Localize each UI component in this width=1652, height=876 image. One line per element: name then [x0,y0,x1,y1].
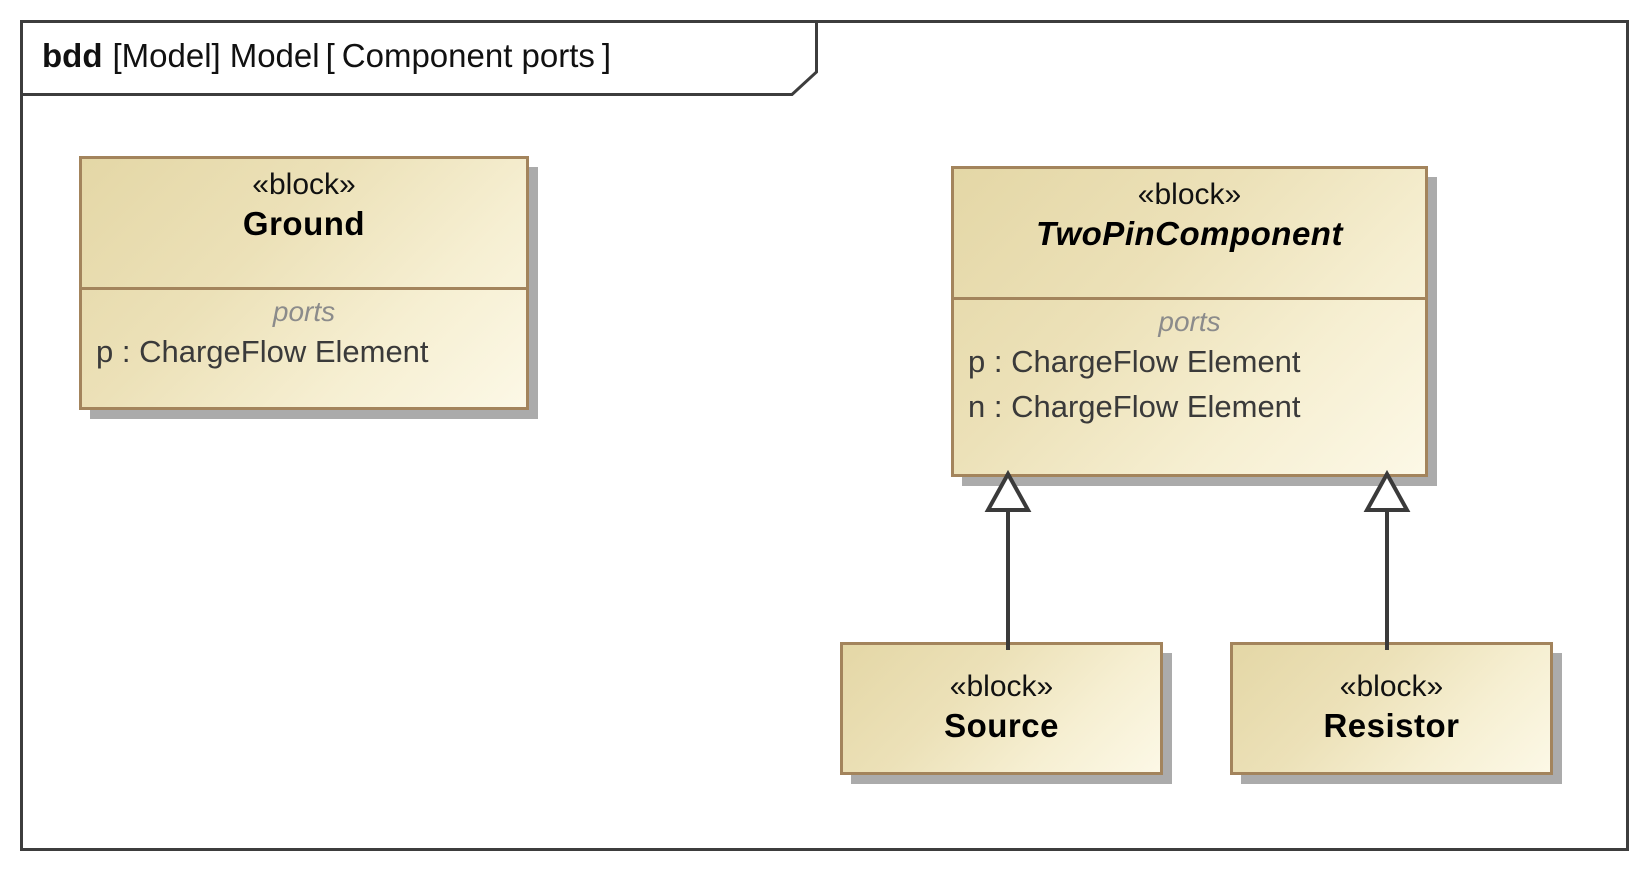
block-resistor-name-compartment: «block» Resistor [1233,645,1550,772]
diagram-bracket-close: ] [601,37,612,74]
block-twopincomponent-port-item-n: n : ChargeFlow Element [968,389,1301,425]
block-resistor-stereotype: «block» [1339,670,1444,704]
block-source-name-compartment: «block» Source [843,645,1160,772]
block-twopincomponent-stereotype: «block» [1137,178,1242,211]
block-twopincomponent-ports-compartment: ports p : ChargeFlow Element n : ChargeF… [954,297,1425,438]
diagram-model-name-label: Model [229,37,320,74]
block-resistor-name: Resistor [1323,706,1460,744]
block-ground-ports-title: ports [272,296,336,327]
block-twopincomponent-ports-title: ports [1158,306,1221,337]
diagram-bracket-open: [ [325,37,335,74]
block-ground-stereotype: «block» [252,168,356,201]
block-ground[interactable]: «block» Ground ports p : ChargeFlow Elem… [79,156,529,410]
block-source-name: Source [944,706,1059,744]
block-twopincomponent[interactable]: «block» TwoPinComponent ports p : Charge… [951,166,1428,477]
diagram-frame [20,20,1629,851]
block-ground-name-compartment: «block» Ground [82,159,526,287]
block-twopincomponent-name-compartment: «block» TwoPinComponent [954,169,1425,297]
diagram-namespace-label: [Model] [112,37,221,74]
block-ground-port-item: p : ChargeFlow Element [96,334,429,370]
block-twopincomponent-port-item-p: p : ChargeFlow Element [968,344,1301,380]
block-source-stereotype: «block» [949,670,1054,704]
diagram-frame-header-label: bdd [Model] Model [ Component ports ] [42,30,611,82]
block-twopincomponent-name: TwoPinComponent [1036,214,1343,252]
diagram-kind-label: bdd [42,37,103,74]
block-source[interactable]: «block» Source [840,642,1163,775]
block-ground-ports-compartment: ports p : ChargeFlow Element [82,287,526,383]
diagram-name-label: Component ports [341,37,595,74]
block-resistor[interactable]: «block» Resistor [1230,642,1553,775]
block-ground-name: Ground [242,204,366,242]
